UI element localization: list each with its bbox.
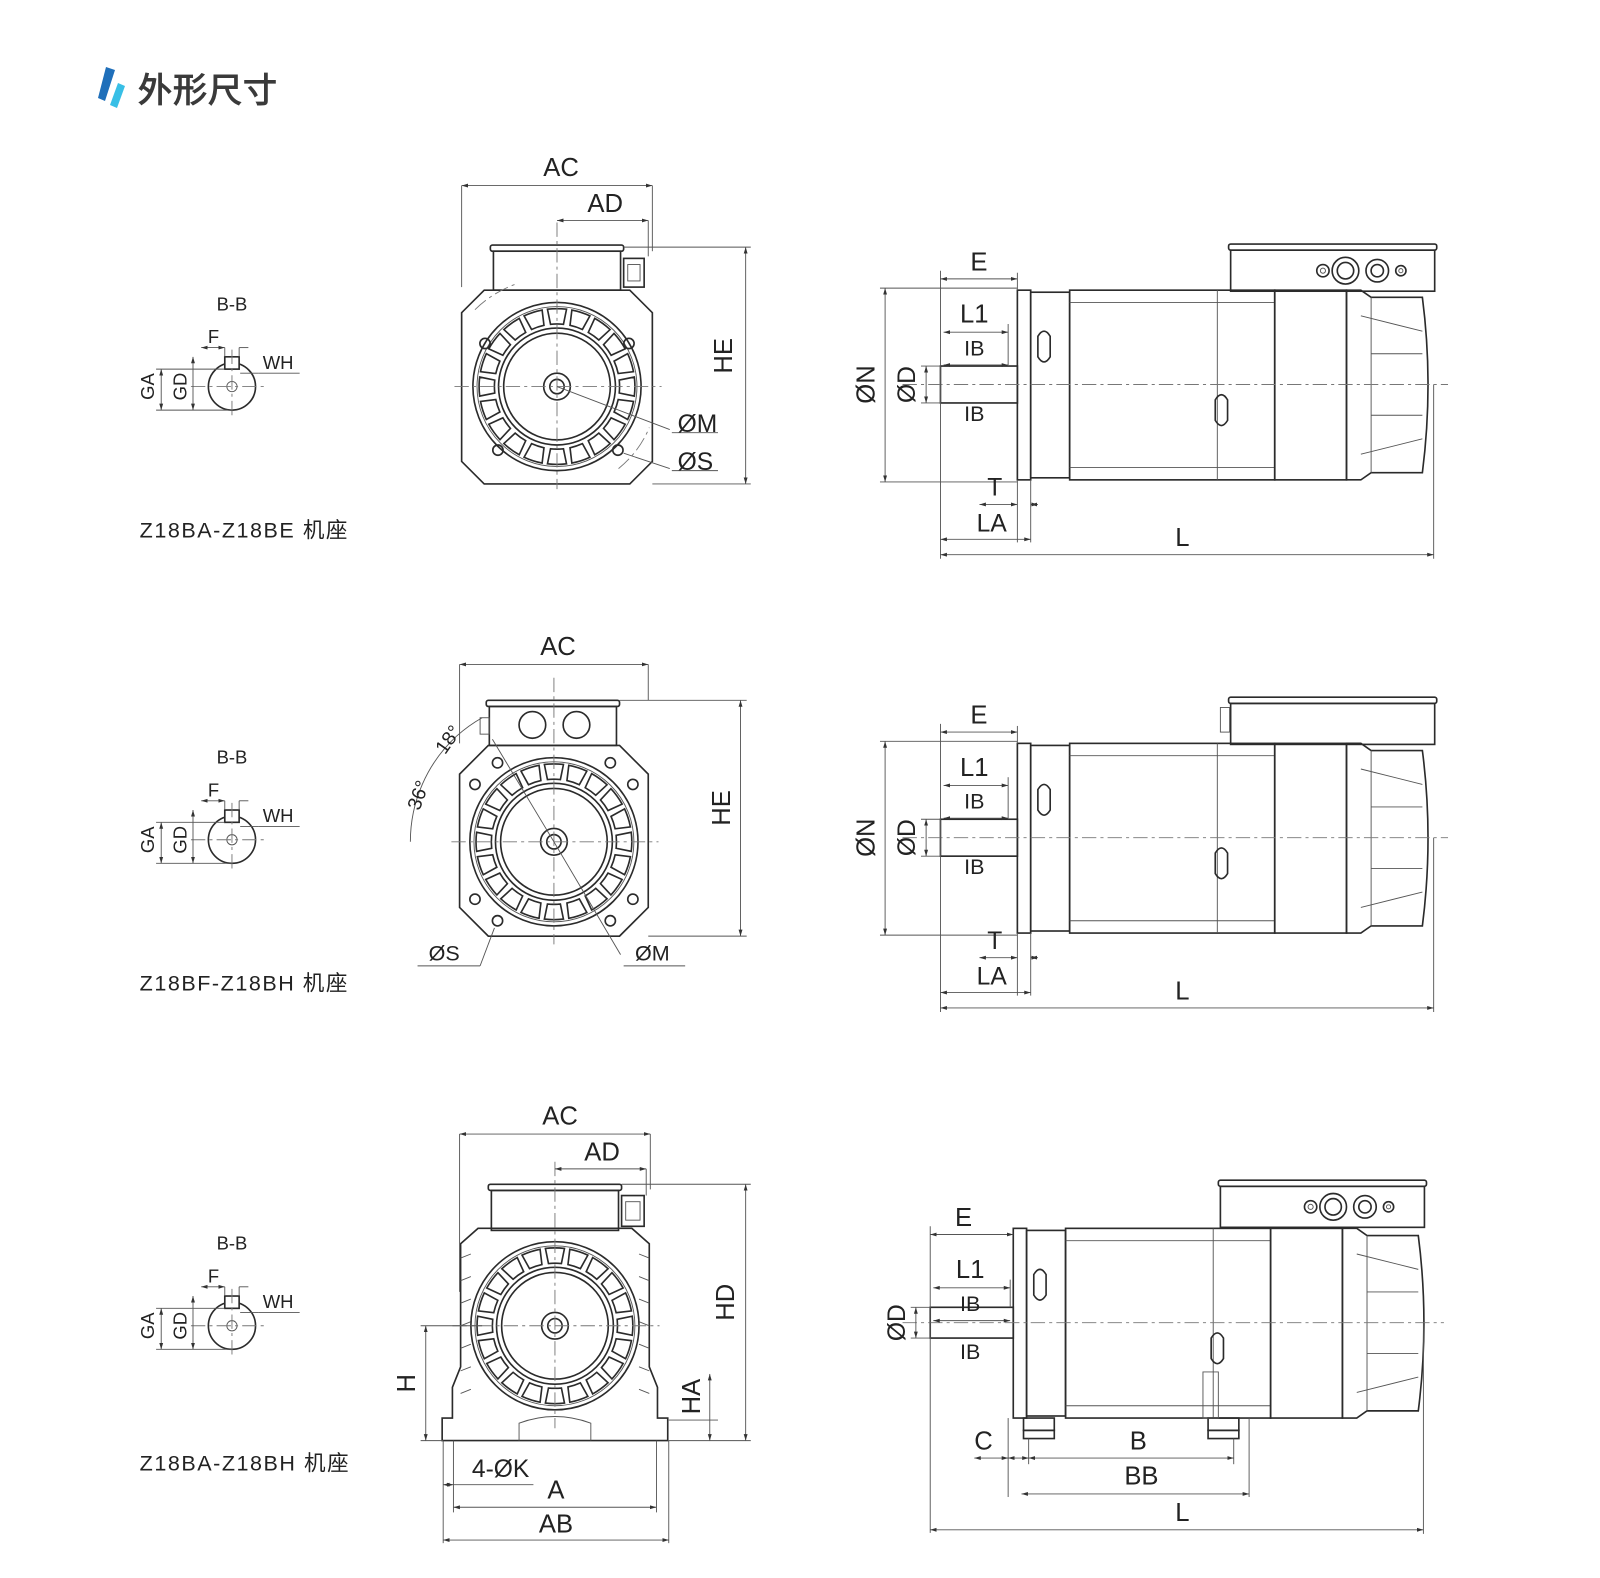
label-b: B bbox=[1130, 1427, 1147, 1455]
label-l1: L1 bbox=[960, 754, 989, 782]
label-s: ØS bbox=[678, 449, 714, 476]
label-gd: GD bbox=[170, 1312, 191, 1340]
section-header: 外形尺寸 bbox=[96, 62, 278, 112]
label-d: ØD bbox=[884, 1304, 911, 1341]
frame-label: Z18BA-Z18BE 机座 bbox=[140, 518, 349, 542]
label-gd: GD bbox=[170, 826, 191, 854]
label-ab: AB bbox=[539, 1510, 573, 1538]
label-ib-top: IB bbox=[964, 790, 984, 814]
section-title: B-B bbox=[217, 293, 248, 314]
label-l: L bbox=[1175, 524, 1189, 552]
label-angle-36: 36° bbox=[403, 778, 434, 813]
section-title: B-B bbox=[217, 747, 248, 768]
label-e: E bbox=[955, 1204, 972, 1232]
label-n: ØN bbox=[852, 365, 880, 403]
label-l1: L1 bbox=[960, 301, 989, 329]
label-n: ØN bbox=[852, 818, 880, 856]
section-bb-view: B-B F WH GA GD bbox=[137, 293, 300, 420]
label-s: ØS bbox=[429, 941, 460, 965]
label-a: A bbox=[547, 1477, 565, 1505]
label-h: H bbox=[393, 1374, 421, 1393]
label-ib-bottom: IB bbox=[960, 1340, 980, 1364]
label-la: LA bbox=[977, 964, 1008, 991]
label-bb: BB bbox=[1124, 1462, 1158, 1490]
label-ga: GA bbox=[137, 826, 158, 853]
section-bb-view: B-B F WH GA GD bbox=[137, 747, 300, 873]
label-f: F bbox=[208, 779, 219, 800]
label-wh: WH bbox=[263, 1291, 294, 1312]
frame-label: Z18BA-Z18BH 机座 bbox=[140, 1451, 350, 1475]
label-gd: GD bbox=[170, 373, 191, 401]
label-l1: L1 bbox=[956, 1256, 985, 1284]
label-t: T bbox=[987, 928, 1002, 955]
label-ga: GA bbox=[137, 373, 158, 400]
label-ac: AC bbox=[542, 1102, 578, 1130]
front-view: 36° 18° AC HE ØS ØM bbox=[403, 633, 747, 967]
label-he: HE bbox=[710, 338, 738, 374]
section-title: B-B bbox=[217, 1233, 248, 1254]
label-angle-18: 18° bbox=[431, 721, 466, 758]
label-hd: HD bbox=[712, 1284, 740, 1321]
label-ib-top: IB bbox=[964, 336, 984, 360]
label-ga: GA bbox=[137, 1312, 158, 1339]
label-t: T bbox=[987, 475, 1002, 502]
label-d: ØD bbox=[894, 819, 921, 856]
label-k: 4-ØK bbox=[472, 1456, 530, 1483]
label-wh: WH bbox=[263, 352, 294, 373]
label-la: LA bbox=[977, 510, 1008, 537]
label-ad: AD bbox=[587, 190, 623, 218]
label-e: E bbox=[970, 248, 987, 276]
label-c: C bbox=[974, 1427, 993, 1455]
label-he: HE bbox=[708, 790, 736, 826]
label-ac: AC bbox=[543, 154, 579, 182]
label-e: E bbox=[970, 701, 987, 729]
frame-label: Z18BF-Z18BH 机座 bbox=[140, 971, 349, 995]
page-title: 外形尺寸 bbox=[138, 70, 278, 111]
label-ac: AC bbox=[540, 633, 576, 661]
slash-logo-icon bbox=[98, 67, 125, 108]
front-view: AC AD HE ØM ØS bbox=[454, 154, 751, 490]
label-d: ØD bbox=[894, 366, 921, 403]
label-ib-bottom: IB bbox=[964, 402, 984, 426]
label-ib-bottom: IB bbox=[964, 855, 984, 879]
label-f: F bbox=[208, 1265, 219, 1286]
label-wh: WH bbox=[263, 805, 294, 826]
label-m: ØM bbox=[678, 411, 718, 438]
label-ha: HA bbox=[678, 1378, 706, 1415]
label-l: L bbox=[1175, 1499, 1189, 1527]
label-ib-top: IB bbox=[960, 1292, 980, 1316]
section-bb-view: B-B F WH GA GD bbox=[137, 1233, 300, 1359]
label-l: L bbox=[1175, 977, 1189, 1005]
label-ad: AD bbox=[584, 1138, 620, 1166]
label-f: F bbox=[208, 326, 219, 347]
label-m: ØM bbox=[635, 941, 670, 965]
